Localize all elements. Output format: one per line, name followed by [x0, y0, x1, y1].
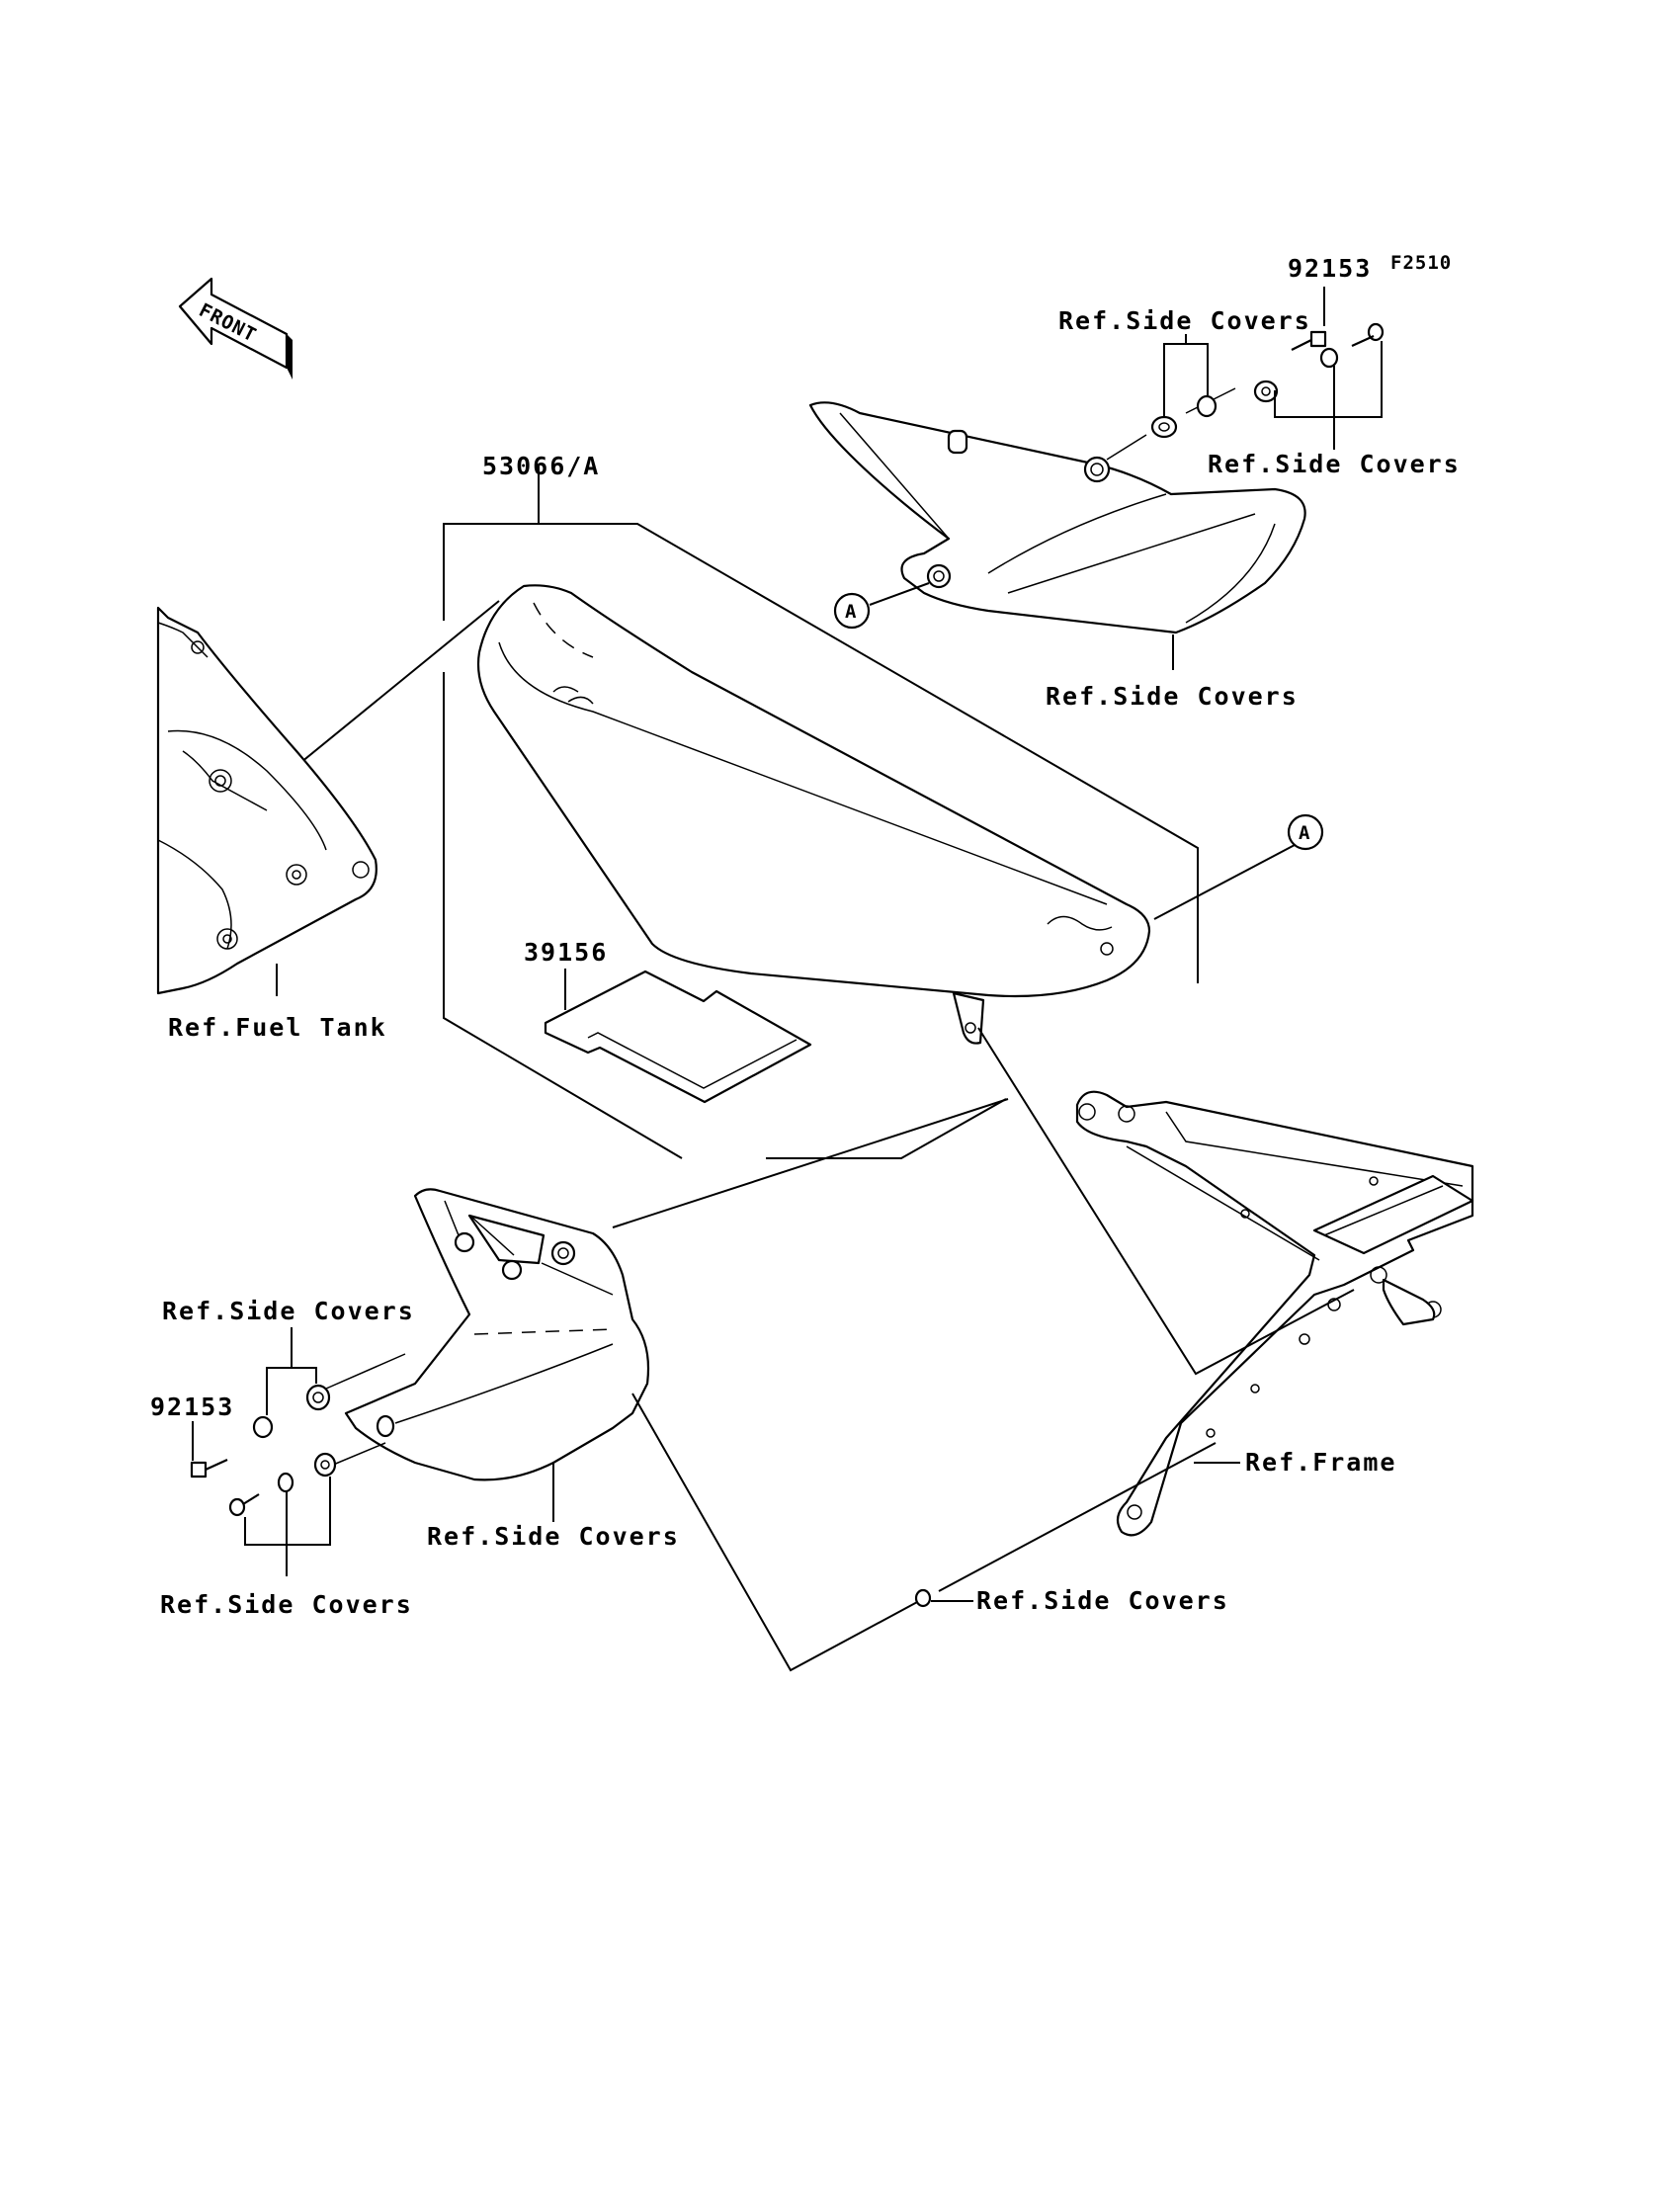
bolt-left-part-number: 92153: [150, 1393, 234, 1421]
ref-side-covers-label-lower-right: Ref.Side Covers: [976, 1586, 1229, 1615]
callout-a-top: A: [833, 582, 930, 630]
svg-text:A: A: [845, 601, 857, 623]
ref-side-covers-label-lower-left-top: Ref.Side Covers: [162, 1297, 415, 1325]
fuel-tank: [156, 606, 378, 995]
ref-side-covers-label-top-right: Ref.Side Covers: [1208, 450, 1461, 478]
svg-text:A: A: [1299, 822, 1310, 844]
lower-hardware: [190, 1353, 406, 1517]
side-cover-top-right: [808, 401, 1306, 634]
pad-part-number: 39156: [524, 938, 608, 967]
side-cover-lower-left: [344, 1188, 650, 1481]
ref-side-covers-label-lower-left-bottom: Ref.Side Covers: [160, 1590, 413, 1619]
frame: [1075, 1090, 1474, 1537]
callout-a-right: A: [1287, 813, 1324, 851]
ref-side-covers-label-lower-center: Ref.Side Covers: [427, 1522, 680, 1551]
seat-group-bracket: [443, 523, 1199, 983]
ref-side-covers-label-top-bottom: Ref.Side Covers: [1046, 682, 1299, 711]
seat: [476, 584, 1151, 1045]
bolt-top-part-number: 92153: [1288, 254, 1372, 283]
diagram-code: F2510: [1390, 252, 1452, 274]
pad-39156: [544, 970, 812, 1104]
ref-side-covers-label-top: Ref.Side Covers: [1058, 306, 1311, 335]
seat-part-number: 53066/A: [482, 452, 600, 480]
front-arrow-icon: FRONT: [178, 277, 293, 380]
ref-frame-label: Ref.Frame: [1245, 1448, 1396, 1477]
top-hardware: [1106, 322, 1385, 461]
grommet-lower: [914, 1588, 932, 1608]
ref-fuel-tank-label: Ref.Fuel Tank: [168, 1013, 387, 1042]
